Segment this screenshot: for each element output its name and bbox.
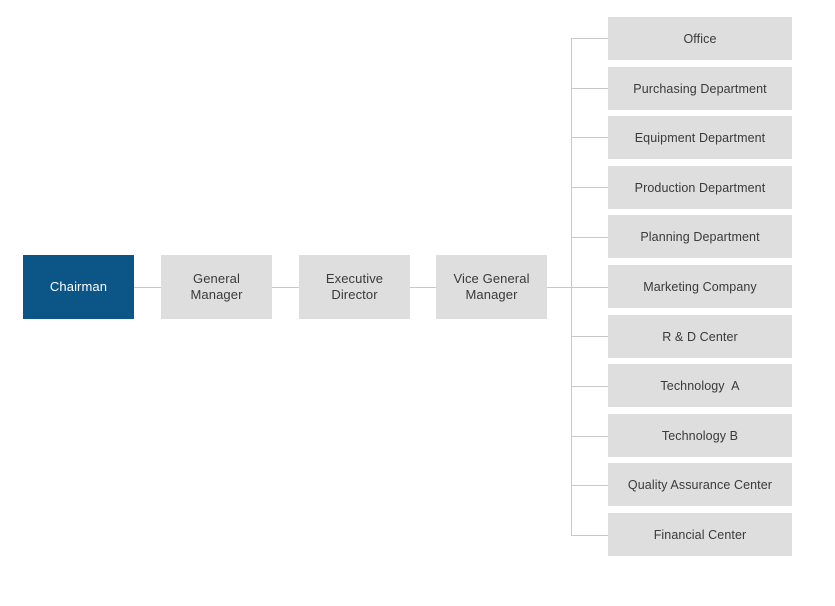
connector-stub-rd-center xyxy=(571,336,608,337)
node-financial-center[interactable]: Financial Center xyxy=(608,513,792,556)
node-quality-assurance-center[interactable]: Quality Assurance Center xyxy=(608,463,792,506)
node-marketing-company[interactable]: Marketing Company xyxy=(608,265,792,308)
connector-stub-technology-b xyxy=(571,436,608,437)
node-technology-b[interactable]: Technology B xyxy=(608,414,792,457)
connector-stub-planning-department xyxy=(571,237,608,238)
node-planning-department[interactable]: Planning Department xyxy=(608,215,792,258)
connector-vice-general-manager-to-trunk xyxy=(547,287,572,288)
connector-stub-quality-assurance-center xyxy=(571,485,608,486)
node-equipment-department[interactable]: Equipment Department xyxy=(608,116,792,159)
node-executive-director[interactable]: Executive Director xyxy=(299,255,410,319)
connector-stub-equipment-department xyxy=(571,137,608,138)
node-vice-general-manager[interactable]: Vice General Manager xyxy=(436,255,547,319)
node-office[interactable]: Office xyxy=(608,17,792,60)
node-general-manager[interactable]: General Manager xyxy=(161,255,272,319)
node-chairman[interactable]: Chairman xyxy=(23,255,134,319)
connector-stub-purchasing-department xyxy=(571,88,608,89)
connector-stub-financial-center xyxy=(571,535,608,536)
connector-stub-marketing-company xyxy=(571,287,608,288)
connector-executive-director-to-vice-general-manager xyxy=(410,287,436,288)
node-technology-a[interactable]: Technology A xyxy=(608,364,792,407)
node-rd-center[interactable]: R & D Center xyxy=(608,315,792,358)
connector-chairman-to-general-manager xyxy=(134,287,161,288)
connector-stub-production-department xyxy=(571,187,608,188)
connector-stub-technology-a xyxy=(571,386,608,387)
connector-general-manager-to-executive-director xyxy=(272,287,299,288)
node-purchasing-department[interactable]: Purchasing Department xyxy=(608,67,792,110)
node-production-department[interactable]: Production Department xyxy=(608,166,792,209)
connector-stub-office xyxy=(571,38,608,39)
